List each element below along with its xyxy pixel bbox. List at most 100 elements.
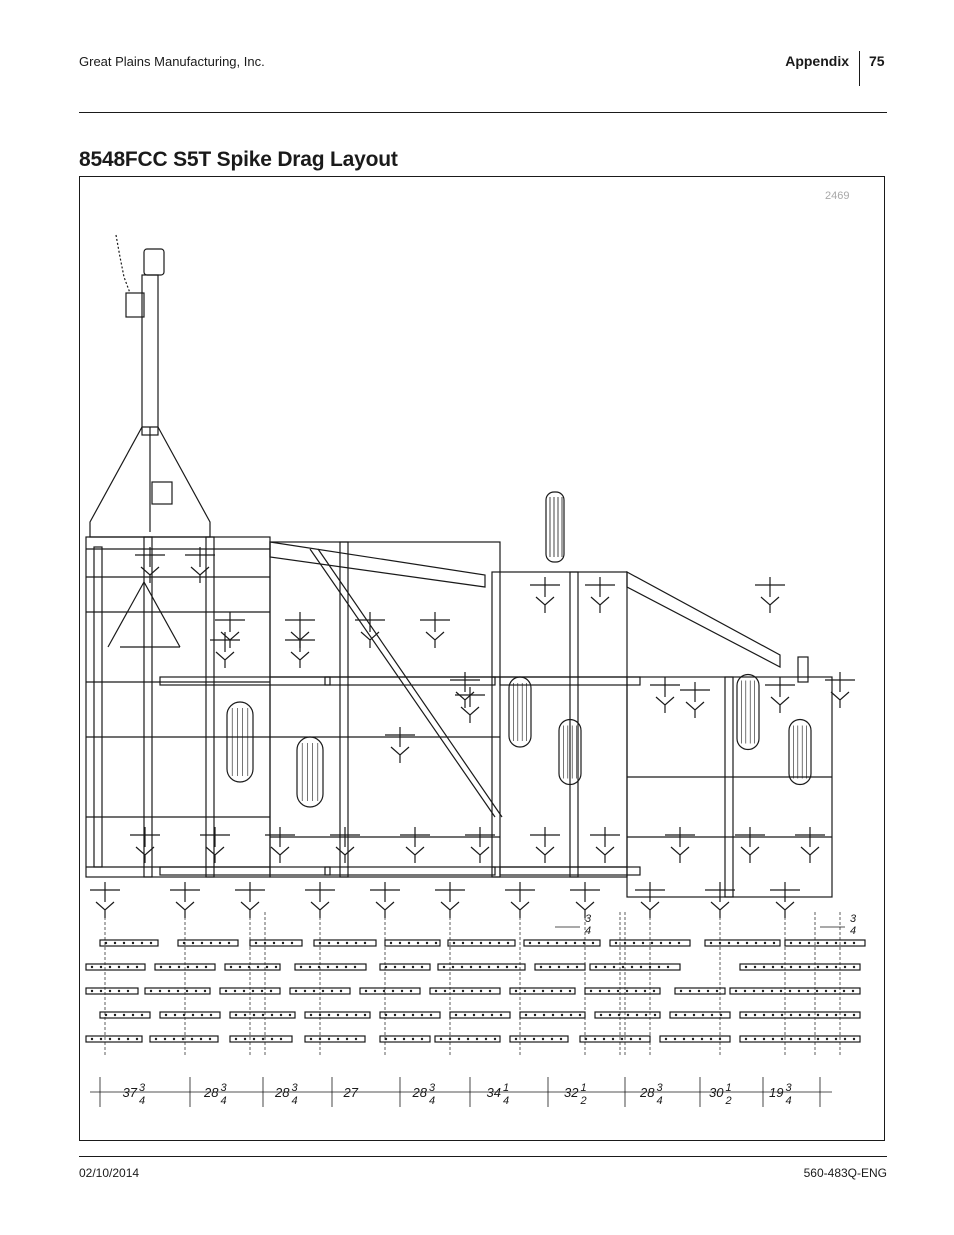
drag-bar — [739, 1035, 861, 1043]
drag-bar — [177, 939, 239, 947]
drag-bar — [739, 1011, 861, 1019]
footer-date: 02/10/2014 — [79, 1166, 140, 1180]
drag-bar — [159, 1011, 221, 1019]
drag-bar — [594, 1011, 661, 1019]
drag-bar — [99, 939, 159, 947]
svg-text:3: 3 — [429, 1082, 436, 1094]
svg-text:4: 4 — [139, 1095, 145, 1107]
drag-bar — [249, 939, 303, 947]
right-wing-frame — [626, 676, 833, 898]
svg-text:2: 2 — [580, 1095, 587, 1107]
spike-tooth — [590, 827, 620, 863]
drag-bar — [384, 939, 441, 947]
drag-bar — [144, 987, 211, 995]
spike-tooth — [210, 632, 240, 668]
spike-tooth — [185, 547, 215, 583]
drag-bar — [379, 1011, 441, 1019]
spike-tooth — [765, 677, 795, 713]
figure-id: 2469 — [825, 190, 850, 202]
drag-bar — [229, 1035, 293, 1043]
svg-text:3: 3 — [657, 1082, 664, 1094]
header-rule — [79, 112, 887, 113]
svg-text:1: 1 — [726, 1082, 732, 1094]
spike-tooth — [665, 827, 695, 863]
drag-bar — [519, 1011, 586, 1019]
jack-stand — [125, 292, 145, 318]
drag-bar — [313, 939, 377, 947]
spike-tooth — [330, 827, 360, 863]
drag-bar — [294, 963, 367, 971]
svg-text:4: 4 — [850, 925, 856, 937]
spike-tooth — [755, 577, 785, 613]
svg-text:27: 27 — [343, 1085, 359, 1100]
spike-tooth — [400, 827, 430, 863]
tire — [558, 718, 582, 786]
spike-tooth — [585, 577, 615, 613]
svg-text:4: 4 — [221, 1095, 227, 1107]
drag-bar — [304, 1011, 371, 1019]
svg-text:4: 4 — [657, 1095, 663, 1107]
footer-doc-number: 560-483Q-ENG — [803, 1166, 887, 1180]
drag-bar — [784, 939, 866, 947]
svg-text:3: 3 — [292, 1082, 299, 1094]
transport-wheel — [545, 491, 565, 563]
drag-bar — [729, 987, 861, 995]
spike-tooth — [90, 882, 120, 918]
spike-tooth — [265, 827, 295, 863]
right-draw-bar — [626, 570, 781, 668]
spike-tooth — [530, 827, 560, 863]
svg-text:28: 28 — [412, 1085, 428, 1100]
spacing-label: 27 — [343, 1085, 359, 1100]
center-frame — [85, 536, 271, 878]
spike-tooth — [825, 672, 855, 708]
spike-tooth — [450, 672, 480, 708]
spike-tooth — [215, 612, 245, 648]
section-label: Appendix — [785, 53, 849, 69]
spike-tooth — [680, 682, 710, 718]
svg-text:3: 3 — [139, 1082, 146, 1094]
svg-text:3: 3 — [786, 1082, 793, 1094]
svg-text:3: 3 — [221, 1082, 228, 1094]
svg-text:4: 4 — [503, 1095, 509, 1107]
drag-bar — [449, 1011, 511, 1019]
drag-bar — [434, 1035, 501, 1043]
spike-tooth — [530, 577, 560, 613]
drag-bar — [149, 1035, 219, 1043]
drag-bar — [447, 939, 516, 947]
drag-bar — [579, 1035, 651, 1043]
svg-text:3: 3 — [585, 913, 592, 925]
drag-bar — [429, 987, 501, 995]
drag-bar — [85, 1035, 143, 1043]
svg-text:28: 28 — [639, 1085, 655, 1100]
svg-text:32: 32 — [564, 1085, 579, 1100]
spike-tooth — [420, 612, 450, 648]
svg-text:34: 34 — [487, 1085, 501, 1100]
header-separator — [859, 51, 860, 86]
spike-tooth — [355, 612, 385, 648]
drag-bar — [669, 1011, 731, 1019]
drag-bar — [379, 963, 431, 971]
tire — [508, 676, 532, 748]
footer-rule — [79, 1156, 887, 1157]
spike-tooth — [455, 687, 485, 723]
spike-tooth — [135, 547, 165, 583]
company-name: Great Plains Manufacturing, Inc. — [79, 54, 265, 69]
svg-text:37: 37 — [123, 1085, 138, 1100]
page-number: 75 — [869, 53, 885, 69]
safety-chain — [115, 234, 131, 294]
spike-tooth — [130, 827, 160, 863]
drag-bar — [509, 987, 576, 995]
drag-bar — [739, 963, 861, 971]
svg-text:4: 4 — [292, 1095, 298, 1107]
tire — [788, 718, 812, 786]
svg-text:4: 4 — [585, 925, 591, 937]
svg-text:28: 28 — [274, 1085, 290, 1100]
drag-bar — [85, 963, 146, 971]
left-wing-frame — [269, 541, 501, 878]
